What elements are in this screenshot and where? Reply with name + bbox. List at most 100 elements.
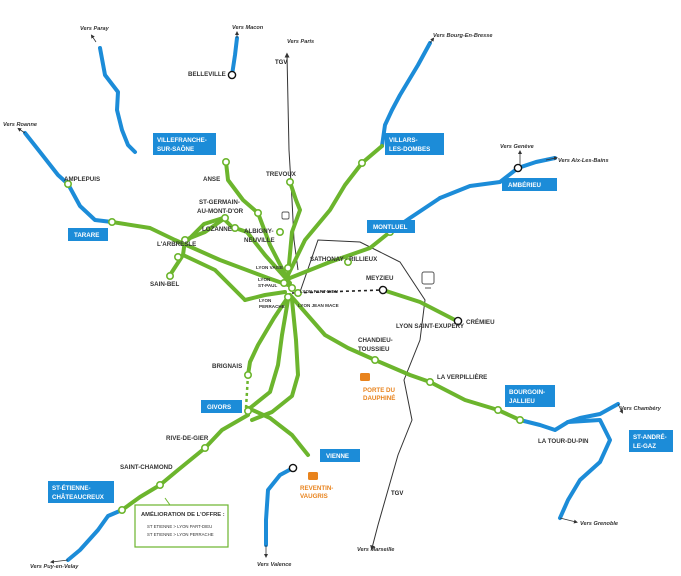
info-box-line2: ST ETIENNE > LYON PERRACHE — [147, 532, 214, 537]
label-lyon-jean-mace: LYON JEAN MACE — [298, 303, 339, 308]
station-marker-lyon-perrache[interactable] — [283, 292, 292, 301]
label-albigny-1: ALBIGNY- — [244, 228, 274, 235]
arrow-aix — [545, 156, 558, 161]
station-marker-belleville[interactable] — [227, 70, 237, 80]
station-marker-tarare-node[interactable] — [108, 218, 117, 227]
line-chambery — [518, 402, 620, 432]
station-marker-sain-bel[interactable] — [166, 271, 175, 280]
box-montluel[interactable]: MONTLUEL — [367, 220, 415, 233]
line-cremieu-link — [381, 288, 457, 322]
station-marker-anse[interactable] — [222, 158, 231, 167]
line-montluel — [288, 230, 392, 280]
station-marker-lozanne-b[interactable] — [221, 214, 230, 223]
station-marker-brignais[interactable] — [244, 370, 253, 379]
line-center-ring — [243, 290, 287, 302]
station-marker-vienne[interactable] — [288, 463, 298, 473]
label-porte-1: PORTE DU — [363, 387, 396, 394]
tgv-label-south: TGV — [391, 491, 403, 497]
arrow-paray — [90, 34, 97, 43]
station-marker-villars[interactable] — [357, 159, 366, 168]
station-markers — [64, 70, 524, 514]
label-cremieu: CRÉMIEU — [466, 318, 495, 326]
tgv-lines — [284, 52, 426, 551]
direction-chambery: Vers Chambéry — [620, 406, 662, 412]
station-marker-st-etienne[interactable] — [118, 505, 127, 514]
station-marker-tour-du-pin[interactable] — [515, 415, 524, 424]
orange-labels: PORTE DU DAUPHINÉ REVENTIN- VAUGRIS — [300, 373, 396, 500]
box-bourgoin-line1: BOURGOIN- — [509, 389, 545, 396]
station-marker-saint-chamond[interactable] — [156, 480, 165, 489]
tgv-label-north: TGV — [275, 60, 287, 66]
box-tarare[interactable]: TARARE — [68, 228, 108, 241]
box-bourgoin-line2: JALLIEU — [509, 398, 535, 405]
box-amberieu-text: AMBÉRIEU — [508, 181, 542, 189]
box-villefranche[interactable]: VILLEFRANCHE- SUR-SAÔNE — [153, 133, 216, 155]
box-villefranche-line1: VILLEFRANCHE- — [157, 137, 207, 144]
station-marker-givors[interactable] — [244, 406, 253, 415]
line-givors-a — [248, 298, 290, 410]
arrow-bourg — [429, 37, 435, 44]
station-marker-lozanne[interactable] — [231, 224, 240, 233]
station-marker-amberieu[interactable] — [513, 163, 523, 173]
line-vienne — [246, 406, 310, 457]
label-albigny-2: NEUVILLE — [244, 237, 275, 244]
box-villars[interactable]: VILLARS- LES-DOMBES — [385, 133, 444, 155]
line-brignais — [246, 298, 288, 377]
station-marker-trevoux[interactable] — [285, 178, 294, 187]
label-reventin-1: REVENTIN- — [300, 485, 333, 492]
label-st-germain-2: AU-MONT-D'OR — [197, 208, 244, 215]
station-marker-sathonay[interactable] — [343, 257, 352, 266]
label-lyon-st-paul-2: ST-PAUL — [258, 283, 278, 288]
info-box: AMÉLIORATION DE L'OFFRE : ST ETIENNE > L… — [134, 497, 229, 548]
station-marker-lyon-vaise[interactable] — [283, 263, 292, 272]
box-villars-line2: LES-DOMBES — [389, 146, 430, 153]
station-marker-arbresle-b[interactable] — [174, 253, 183, 262]
box-amberieu[interactable]: AMBÉRIEU — [502, 178, 557, 191]
station-marker-rive-de-gier[interactable] — [201, 443, 210, 452]
label-rive-de-gier: RIVE-DE-GIER — [166, 435, 209, 442]
box-st-etienne-line1: ST-ÉTIENNE- — [52, 484, 91, 492]
line-amberieu — [438, 166, 520, 200]
station-marker-verpilliere[interactable] — [425, 377, 434, 386]
line-givors-b — [250, 298, 300, 422]
arrow-chambery — [617, 403, 623, 414]
label-sain-bel: SAIN-BEL — [150, 281, 179, 288]
station-marker-bourgoin[interactable] — [493, 405, 502, 414]
direction-marseille: Vers Marseille — [357, 547, 394, 553]
arrow-roanne — [17, 127, 26, 134]
station-marker-albigny[interactable] — [275, 228, 284, 237]
direction-puy: Vers Puy-en-Velay — [30, 564, 79, 570]
box-vienne[interactable]: VIENNE — [320, 449, 360, 462]
station-marker-st-germain[interactable] — [254, 209, 263, 218]
line-puy — [66, 508, 124, 562]
direction-roanne: Vers Roanne — [3, 122, 37, 128]
box-tarare-text: TARARE — [74, 232, 99, 239]
box-st-andre[interactable]: ST-ANDRÉ- LE-GAZ — [629, 430, 673, 452]
box-bourgoin[interactable]: BOURGOIN- JALLIEU — [505, 385, 555, 407]
direction-paris: Vers Paris — [287, 39, 314, 45]
box-villars-line1: VILLARS- — [389, 137, 418, 144]
label-belleville: BELLEVILLE — [188, 71, 226, 78]
station-marker-lyon-st-paul[interactable] — [279, 278, 288, 287]
station-marker-amplepuis[interactable] — [64, 180, 73, 189]
station-marker-chandieu[interactable] — [370, 355, 379, 364]
tgv-line-south — [299, 239, 426, 551]
line-trevoux — [286, 180, 302, 277]
line-villars — [286, 144, 384, 277]
line-anse — [224, 160, 290, 282]
station-marker-cremieu[interactable] — [453, 316, 463, 326]
station-marker-meyzieu[interactable] — [378, 285, 388, 295]
station-marker-lyon-part-dieu[interactable] — [287, 283, 296, 292]
box-st-etienne[interactable]: ST-ÉTIENNE- CHÂTEAUCREUX — [48, 481, 114, 503]
tgv-line-north — [284, 52, 299, 271]
station-marker-arbresle[interactable] — [181, 236, 190, 245]
box-givors[interactable]: GIVORS — [201, 400, 242, 413]
direction-grenoble: Vers Grenoble — [580, 521, 618, 527]
bus-icon-reventin — [308, 472, 318, 480]
direction-paray: Vers Paray — [80, 26, 110, 32]
label-lyon-perrache-2: PERRACHE — [259, 304, 285, 309]
station-marker-lyon-jean-mace[interactable] — [293, 288, 302, 297]
box-st-andre-line1: ST-ANDRÉ- — [633, 433, 667, 441]
direction-bourg: Vers Bourg-En-Bresse — [433, 33, 492, 39]
